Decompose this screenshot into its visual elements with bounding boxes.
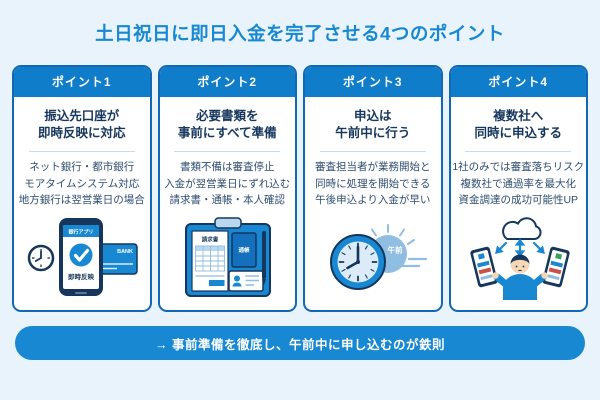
phone-app-header-label: 銀行アプリ: [68, 229, 93, 236]
divider: [174, 151, 281, 152]
heading-line: 複数社へ: [493, 109, 544, 123]
point-4-body: 1社のみでは審査落ちリスク 複数社で通過率を最大化 資金調達の成功可能性UP: [451, 159, 587, 209]
smartphone-icon: 銀行アプリ 即時反映: [58, 218, 103, 297]
heading-line: 振込先口座が: [44, 109, 120, 123]
point-1-badge: ポイント1: [14, 67, 150, 97]
point-2-badge: ポイント2: [159, 67, 295, 97]
heading-line: 午前中に行う: [335, 126, 411, 140]
body-line: 地方銀行は翌営業日の場合: [18, 194, 145, 206]
multi-apply-illustration: [451, 209, 587, 311]
id-card-icon: [228, 270, 264, 292]
passbook-icon: 通帳: [231, 232, 257, 268]
instant-reflect-illustration: BANK 銀行アプリ 即時反映: [14, 209, 150, 311]
point-3-badge: ポイント3: [305, 67, 441, 97]
point-card-2: ポイント2 必要書類を 事前にすべて準備 書類不備は審査停止 入金が翌営業日にず…: [157, 65, 297, 312]
point-4-heading: 複数社へ 同時に申込する: [451, 108, 587, 142]
instant-reflect-label: 即時反映: [68, 272, 95, 281]
person-icon: [492, 254, 548, 301]
clock-icon: [27, 245, 54, 272]
point-3-heading: 申込は 午前中に行う: [305, 108, 441, 142]
invoice-label: 請求書: [202, 236, 219, 244]
body-line: 複数社で通過率を最大化: [460, 177, 577, 190]
body-line: 入金が翌営業日にずれ込む: [164, 177, 291, 190]
bank-app-phone-graphic: BANK 銀行アプリ 即時反映: [27, 218, 138, 297]
body-line: 午後申込より入金が早い: [315, 194, 431, 206]
multi-apply-graphic: [470, 217, 570, 301]
heading-line: 申込は: [353, 109, 392, 123]
passbook-label: 通帳: [239, 246, 251, 254]
heading-line: 即時反映に対応: [37, 126, 126, 140]
conclusion-text: → 事前準備を徹底し、午前中に申し込むのが鉄則: [155, 337, 445, 352]
heading-line: 同時に申込する: [474, 126, 562, 140]
point-2-heading: 必要書類を 事前にすべて準備: [160, 108, 296, 142]
point-card-3: ポイント3 申込は 午前中に行う 審査担当者が業務開始と 同時に処理を開始できる…: [303, 65, 443, 312]
body-line: ネット銀行・都市銀行: [29, 161, 135, 173]
divider: [465, 151, 572, 152]
left-tablet-icon: [470, 247, 498, 288]
documents-illustration: 請求書: [160, 209, 296, 311]
body-line: 書類不備は審査停止: [180, 161, 275, 173]
morning-clock-illustration: 午前: [305, 209, 441, 311]
am-label: 午前: [387, 245, 402, 255]
invoice-document-icon: 請求書: [191, 230, 229, 292]
heading-line: 必要書類を: [195, 109, 259, 123]
right-tablet-icon: [542, 247, 570, 288]
point-1-heading: 振込先口座が 即時反映に対応: [14, 108, 150, 142]
body-line: モアタイムシステム対応: [24, 177, 140, 190]
heading-line: 事前にすべて準備: [177, 126, 277, 140]
body-line: 請求書・通帳・本人確認: [169, 194, 286, 206]
point-4-badge: ポイント4: [450, 67, 586, 97]
pen-icon: [262, 231, 267, 286]
morning-clock-graphic: 午前: [329, 224, 427, 291]
bank-card-brand: BANK: [117, 249, 133, 255]
point-2-body: 書類不備は審査停止 入金が翌営業日にずれ込む 請求書・通帳・本人確認: [160, 159, 296, 209]
sync-arrows: [495, 238, 546, 258]
point-card-1: ポイント1 振込先口座が 即時反映に対応 ネット銀行・都市銀行 モアタイムシステ…: [12, 65, 152, 312]
body-line: 1社のみでは審査落ちリスク: [452, 161, 585, 173]
document-folder-graphic: 請求書: [185, 217, 272, 298]
clock-icon: [329, 234, 386, 291]
cloud-icon: [502, 217, 542, 241]
point-1-body: ネット銀行・都市銀行 モアタイムシステム対応 地方銀行は翌営業日の場合: [14, 159, 150, 209]
page-title: 土日祝日に即日入金を完了させる4つのポイント: [95, 23, 505, 44]
divider: [319, 151, 426, 152]
conclusion-banner: → 事前準備を徹底し、午前中に申し込むのが鉄則: [15, 326, 585, 360]
point-3-body: 審査担当者が業務開始と 同時に処理を開始できる 午後申込より入金が早い: [305, 159, 441, 209]
point-card-4: ポイント4 複数社へ 同時に申込する 1社のみでは審査落ちリスク 複数社で通過率…: [448, 65, 588, 312]
points-row: ポイント1 振込先口座が 即時反映に対応 ネット銀行・都市銀行 モアタイムシステ…: [12, 65, 588, 312]
body-line: 資金調達の成功可能性UP: [458, 194, 579, 206]
divider: [28, 151, 135, 152]
check-circle-icon: [69, 243, 93, 267]
body-line: 審査担当者が業務開始と: [315, 161, 431, 173]
body-line: 同時に処理を開始できる: [315, 177, 431, 190]
